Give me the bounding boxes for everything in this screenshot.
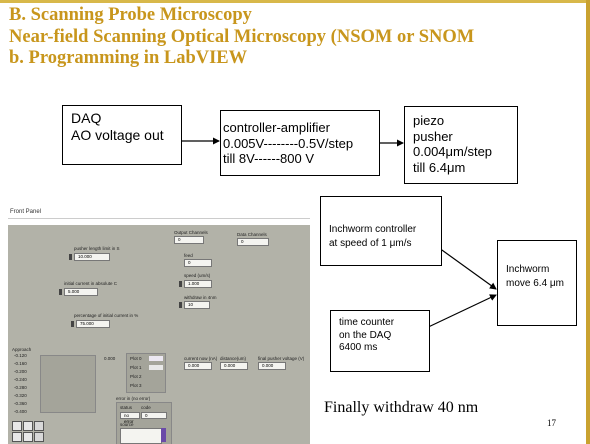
leds-value: 0.000 (104, 356, 116, 361)
daq-line-1: DAQ (71, 110, 102, 126)
inchworm-controller-line-1: Inchworm controller (329, 224, 417, 235)
distance-display: 0.000 (220, 362, 248, 370)
labview-front-panel: pusher length limit in S 10.000 initial … (8, 225, 310, 444)
approach-tick: -0.200 (14, 369, 27, 374)
output-channels-input[interactable]: 0 (174, 236, 204, 244)
data-channels-caption: Data Channels (237, 232, 267, 237)
error-cluster: status code no error 0 source (116, 402, 172, 444)
top-border (0, 0, 590, 3)
approach-caption: Approach (12, 347, 32, 352)
final-pusher-caption: final pusher voltage (V) (258, 356, 305, 361)
piezo-box: piezo pusher 0.004μm/step till 6.4μm (404, 106, 518, 184)
front-panel-label: Front Panel (10, 209, 42, 215)
approach-plot-area (40, 355, 96, 413)
title-line-1: B. Scanning Probe Microscopy (9, 5, 252, 25)
withdraw-increment[interactable] (179, 302, 182, 308)
approach-tick: -0.240 (14, 377, 27, 382)
title-line-3: b. Programming in LabVIEW (9, 48, 248, 68)
controller-line-2: 0.005V--------0.5V/step (223, 135, 354, 151)
hand-tool-icon[interactable] (34, 432, 44, 442)
page-number: 17 (547, 418, 556, 428)
speed-caption: speed (um/s) (184, 273, 211, 278)
initial-current-increment[interactable] (59, 289, 62, 295)
time-counter-line-2: on the DAQ (339, 329, 392, 341)
approach-tick: -0.160 (14, 361, 27, 366)
piezo-line-2: pusher (413, 128, 453, 144)
legend-item: Plot 2 (130, 374, 142, 379)
source-display (120, 428, 162, 444)
current-now-caption: current now (nA) (184, 356, 218, 361)
percentage-increment[interactable] (71, 321, 74, 327)
approach-chart: -0.120 -0.160 -0.200 -0.240 -0.280 -0.32… (12, 353, 96, 414)
approach-tick: -0.120 (14, 353, 27, 358)
legend-item: Plot 0 (130, 356, 142, 361)
time-counter-box: time counter on the DAQ 6400 ms (330, 310, 430, 372)
percentage-caption: percentage of initial current in % (74, 313, 139, 318)
scale-y-icon[interactable] (23, 432, 33, 442)
legend-swatch (149, 356, 163, 361)
inchworm-move-line-2: move 6.4 μm (506, 278, 565, 289)
daq-box: DAQ AO voltage out (62, 105, 182, 165)
time-counter-line-1: time counter (339, 317, 395, 328)
scale-x-icon[interactable] (12, 432, 22, 442)
time-counter-line-3: 6400 ms (339, 342, 378, 353)
data-channels-input[interactable]: 0 (237, 238, 269, 246)
front-panel-rule (8, 218, 310, 219)
controller-line-1: controller-amplifier (223, 120, 330, 135)
feed-input[interactable]: 0 (184, 259, 212, 267)
output-channels-caption: Output Channels (174, 230, 208, 235)
pusher-length-increment[interactable] (69, 254, 72, 260)
legend-swatch (149, 365, 163, 370)
current-now-display: 0.000 (184, 362, 212, 370)
piezo-line-4: till 6.4μm (413, 159, 466, 175)
slide-title: B. Scanning Probe Microscopy Near-field … (9, 5, 474, 70)
distance-caption: distance(um) (220, 356, 247, 361)
initial-current-input[interactable]: 5.000 (64, 288, 98, 296)
feed-caption: feed (184, 253, 193, 258)
daq-line-2: AO voltage out (71, 127, 164, 143)
pusher-length-caption: pusher length limit in S (74, 246, 120, 251)
controller-line-3: till 8V------800 V (223, 151, 315, 166)
plot-legend: Plot 0 Plot 1 Plot 2 Plot 3 (126, 353, 166, 393)
approach-tick: -0.400 (14, 409, 27, 414)
error-caption: error in (no error) (116, 396, 151, 401)
pan-tool-icon[interactable] (23, 421, 33, 431)
approach-tick: -0.320 (14, 393, 27, 398)
approach-tick: -0.280 (14, 385, 27, 390)
legend-item: Plot 1 (130, 365, 142, 370)
percentage-input[interactable]: 75.000 (76, 320, 110, 328)
inchworm-move-line-1: Inchworm (506, 264, 550, 275)
legend-item: Plot 3 (130, 383, 142, 388)
initial-current-caption: initial current in absolute C (64, 281, 118, 286)
zoom-tool-icon[interactable] (12, 421, 22, 431)
inchworm-controller-box: Inchworm controller at speed of 1 μm/s (320, 196, 442, 266)
status-label: status (120, 405, 133, 410)
finally-withdraw-text: Finally withdraw 40 nm (324, 399, 479, 416)
withdraw-caption: withdraw in 4nm (184, 295, 217, 300)
code-label: code (141, 405, 151, 410)
piezo-line-3: 0.004μm/step (413, 144, 493, 159)
controller-box: controller-amplifier 0.005V--------0.5V/… (220, 110, 380, 176)
right-border (586, 0, 590, 444)
inchworm-controller-line-2: at speed of 1 μm/s (329, 238, 412, 249)
withdraw-input[interactable]: 10 (184, 301, 210, 309)
code-display: 0 (141, 412, 167, 419)
final-pusher-display: 0.000 (258, 362, 286, 370)
approach-tick: -0.360 (14, 401, 27, 406)
title-line-2: Near-field Scanning Optical Microscopy (… (9, 26, 475, 47)
arrow-time-counter-to-move (421, 294, 497, 331)
speed-increment[interactable] (179, 281, 182, 287)
source-label: source (120, 422, 134, 427)
pusher-length-input[interactable]: 10.000 (74, 253, 110, 261)
speed-input[interactable]: 1.000 (184, 280, 212, 288)
inchworm-move-box: Inchworm move 6.4 μm (497, 240, 577, 326)
piezo-line-1: piezo (413, 113, 445, 128)
cursor-tool-icon[interactable] (34, 421, 44, 431)
status-indicator: no error (120, 412, 140, 424)
source-scrollbar[interactable] (161, 428, 166, 442)
